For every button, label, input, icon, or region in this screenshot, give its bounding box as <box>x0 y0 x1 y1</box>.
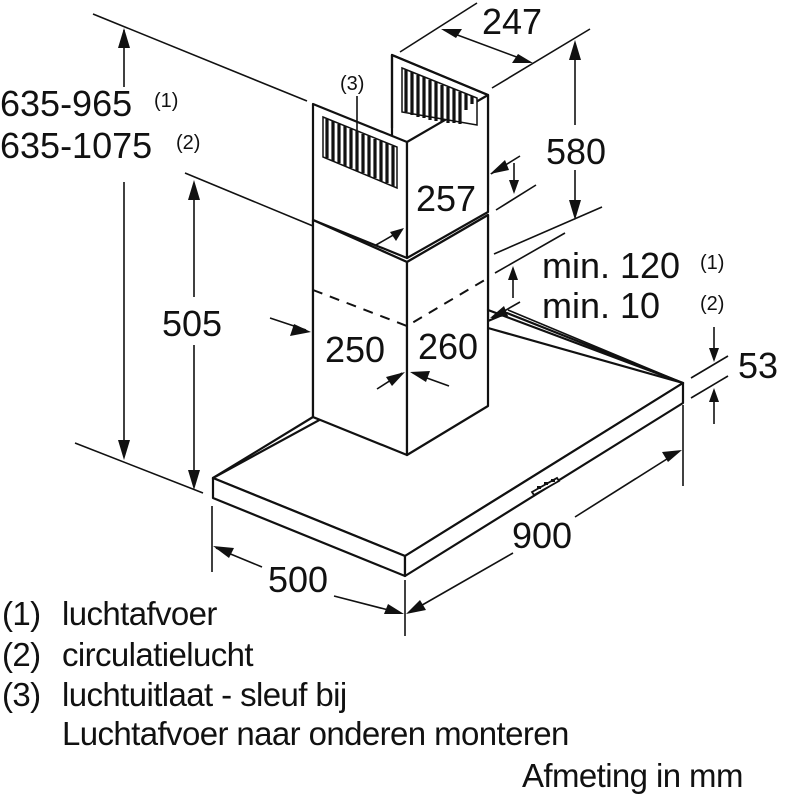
dim-upper-chimney-width: 247 <box>482 1 542 42</box>
dim-250-260 <box>269 317 450 390</box>
legend-item-3-key: (3) <box>2 676 41 713</box>
legend-continuation: Luchtafvoer naar onderen monteren <box>62 715 569 752</box>
legend-item-2-key: (2) <box>2 636 41 673</box>
dim-580 <box>493 40 603 255</box>
dim-total-height-1: 635-965 <box>0 83 132 124</box>
dim-500 <box>211 506 404 614</box>
dim-total-height-1-note: (1) <box>154 90 178 112</box>
dim-canopy-height: 53 <box>738 345 778 386</box>
dim-chimney-lower-height: 505 <box>162 303 222 344</box>
dim-total-height-2-note: (2) <box>176 132 200 154</box>
vent-slots-upper-icon <box>401 66 478 126</box>
legend: (1) luchtafvoer (2) circulatielucht (3) … <box>2 595 569 752</box>
vent-label: (3) <box>340 73 364 95</box>
legend-item-1-text: luchtafvoer <box>62 595 217 632</box>
dim-min-gap-2: min. 10 <box>542 285 660 326</box>
dim-total-height <box>74 13 308 494</box>
unit-note: Afmeting in mm <box>522 757 743 794</box>
dim-total-height-2: 635-1075 <box>0 125 152 166</box>
dim-upper-chimney-depth: 257 <box>416 178 476 219</box>
dim-505 <box>184 172 314 490</box>
legend-item-2-text: circulatielucht <box>62 636 253 673</box>
dim-min-gap-2-note: (2) <box>700 293 724 315</box>
dim-canopy-depth: 500 <box>268 559 328 600</box>
dim-lower-chimney-width: 250 <box>325 329 385 370</box>
dim-257 <box>375 155 537 246</box>
legend-item-1-key: (1) <box>2 595 41 632</box>
dim-canopy-width: 900 <box>512 515 572 556</box>
control-panel-icon <box>530 476 561 497</box>
dim-53 <box>690 327 729 424</box>
dim-min-gap <box>490 232 684 384</box>
dim-min-gap-1: min. 120 <box>542 245 680 286</box>
dim-lower-chimney-depth: 260 <box>418 326 478 367</box>
dim-min-gap-1-note: (1) <box>700 252 724 274</box>
dim-247 <box>399 2 591 89</box>
dim-upper-chimney-height: 580 <box>546 131 606 172</box>
canopy-side-face <box>403 381 685 578</box>
legend-item-3-text: luchtuitlaat - sleuf bij <box>62 676 347 713</box>
vent-slots-left-icon <box>322 115 398 190</box>
dim-900 <box>404 405 684 636</box>
